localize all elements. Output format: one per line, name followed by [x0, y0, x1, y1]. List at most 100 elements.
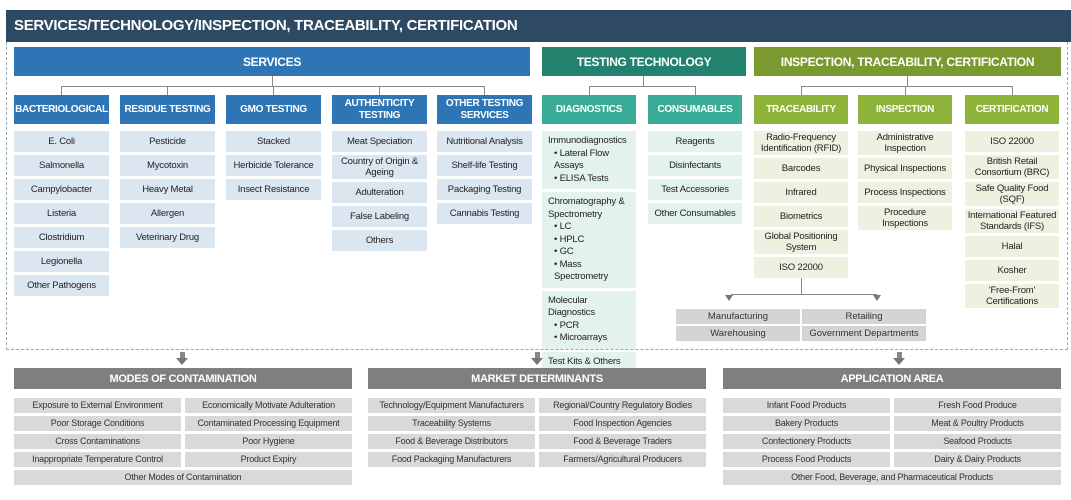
- group-title: Immunodiagnostics: [548, 135, 627, 146]
- connector: [167, 86, 168, 95]
- bullet-item: • PCR: [548, 320, 630, 333]
- category-header: DIAGNOSTICS: [542, 95, 636, 124]
- list-item: ISO 22000: [754, 257, 848, 278]
- list-item: Stacked: [226, 131, 321, 152]
- list-item: Heavy Metal: [120, 179, 215, 200]
- list-item: Inappropriate Temperature Control: [14, 452, 181, 467]
- connector: [589, 86, 590, 95]
- bullet-item: • Mass Spectrometry: [548, 259, 630, 284]
- section-header-application-area: APPLICATION AREA: [723, 368, 1061, 389]
- category-header: CERTIFICATION: [965, 95, 1059, 124]
- list-item: Bakery Products: [723, 416, 890, 431]
- list-item: Other Modes of Contamination: [14, 470, 352, 485]
- list-item: Food Inspection Agencies: [539, 416, 706, 431]
- list-item: Food & Beverage Distributors: [368, 434, 535, 449]
- list-item: Safe Quality Food (SQF): [965, 182, 1059, 206]
- group-title: Chromatography & Spectrometry: [548, 196, 625, 220]
- section-header-modes-of-contamination: MODES OF CONTAMINATION: [14, 368, 352, 389]
- list-item: Process Food Products: [723, 452, 890, 467]
- list-item: ISO 22000: [965, 131, 1059, 152]
- list-item: Mycotoxin: [120, 155, 215, 176]
- bullet-label: Microarrays: [559, 332, 608, 343]
- connector: [484, 86, 485, 95]
- list-item: Physical Inspections: [858, 158, 952, 179]
- list-item: Poor Storage Conditions: [14, 416, 181, 431]
- connector: [801, 278, 802, 294]
- bullet-label: GC: [559, 246, 574, 257]
- bullet-label: LC: [559, 221, 572, 232]
- list-item: Campylobacter: [14, 179, 109, 200]
- bullet-item: • Lateral Flow Assays: [548, 148, 630, 173]
- bullet-item: • Microarrays: [548, 332, 630, 345]
- connector: [695, 86, 696, 95]
- traceability-user: Government Departments: [802, 326, 926, 341]
- dashed-frame: [6, 42, 1068, 350]
- bullet-icon: •: [554, 319, 560, 331]
- testing-technology-band: TESTING TECHNOLOGY: [542, 47, 746, 76]
- list-item: Regional/Country Regulatory Bodies: [539, 398, 706, 413]
- diagnostics-group: Molecular Diagnostics• PCR• Microarrays: [542, 290, 636, 349]
- category-header: BACTERIOLOGICAL: [14, 95, 109, 124]
- list-item: Clostridium: [14, 227, 109, 248]
- bullet-label: HPLC: [559, 233, 585, 245]
- column-diagnostics: DIAGNOSTICS Immunodiagnostics • Lateral Fl…: [542, 95, 636, 372]
- bullet-item: • ELISA Tests: [548, 173, 630, 186]
- list-item: Fresh Food Produce: [894, 398, 1061, 413]
- list-item: Infant Food Products: [723, 398, 890, 413]
- list-item: Meat Speciation: [332, 131, 427, 152]
- list-item: 'Free-From' Certifications: [965, 284, 1059, 308]
- list-item: Shelf-life Testing: [437, 155, 532, 176]
- arrow-down-icon: [873, 295, 881, 301]
- bullet-icon: •: [554, 221, 560, 232]
- list-item: Meat & Poultry Products: [894, 416, 1061, 431]
- list-item: Administrative Inspection: [858, 131, 952, 155]
- list-item: Disinfectants: [648, 155, 742, 176]
- traceability-user: Warehousing: [676, 326, 800, 341]
- category-header: INSPECTION: [858, 95, 952, 124]
- list-item: Seafood Products: [894, 434, 1061, 449]
- connector: [905, 86, 906, 95]
- list-item: Process Inspections: [858, 182, 952, 203]
- list-item: Exposure to External Environment: [14, 398, 181, 413]
- list-item: Reagents: [648, 131, 742, 152]
- list-item: Kosher: [965, 260, 1059, 281]
- list-item: Other Food, Beverage, and Pharmaceutical…: [723, 470, 1061, 485]
- list-item: Salmonella: [14, 155, 109, 176]
- list-item: Global Positioning System: [754, 230, 848, 254]
- list-item: Food & Beverage Traders: [539, 434, 706, 449]
- list-item: Radio-Frequency Identification (RFID): [754, 131, 848, 155]
- list-item: Confectionery Products: [723, 434, 890, 449]
- arrow-down-icon: [893, 358, 905, 365]
- list-item: Veterinary Drug: [120, 227, 215, 248]
- diagnostics-group: Test Kits & Others: [542, 351, 636, 372]
- list-item: Biometrics: [754, 206, 848, 227]
- list-item: False Labeling: [332, 206, 427, 227]
- list-item: Herbicide Tolerance: [226, 155, 321, 176]
- list-item: Legionella: [14, 251, 109, 272]
- list-item: Others: [332, 230, 427, 251]
- list-item: Farmers/Agricultural Producers: [539, 452, 706, 467]
- bullet-label: ELISA Tests: [559, 172, 609, 184]
- list-item: International Featured Standards (IFS): [965, 209, 1059, 233]
- list-item: Traceability Systems: [368, 416, 535, 431]
- diagram-title: SERVICES/TECHNOLOGY/INSPECTION, TRACEABI…: [6, 10, 1071, 42]
- connector: [801, 86, 1012, 87]
- group-title: Molecular Diagnostics: [548, 294, 595, 319]
- connector: [379, 86, 380, 95]
- connector: [272, 76, 273, 86]
- bullet-icon: •: [554, 246, 560, 257]
- list-item: Cross Contaminations: [14, 434, 181, 449]
- bullet-item: • HPLC: [548, 234, 630, 247]
- bullet-icon: •: [554, 233, 560, 245]
- bullet-label: Lateral Flow Assays: [554, 147, 609, 172]
- arrow-stem: [897, 352, 902, 358]
- arrow-down-icon: [176, 358, 188, 365]
